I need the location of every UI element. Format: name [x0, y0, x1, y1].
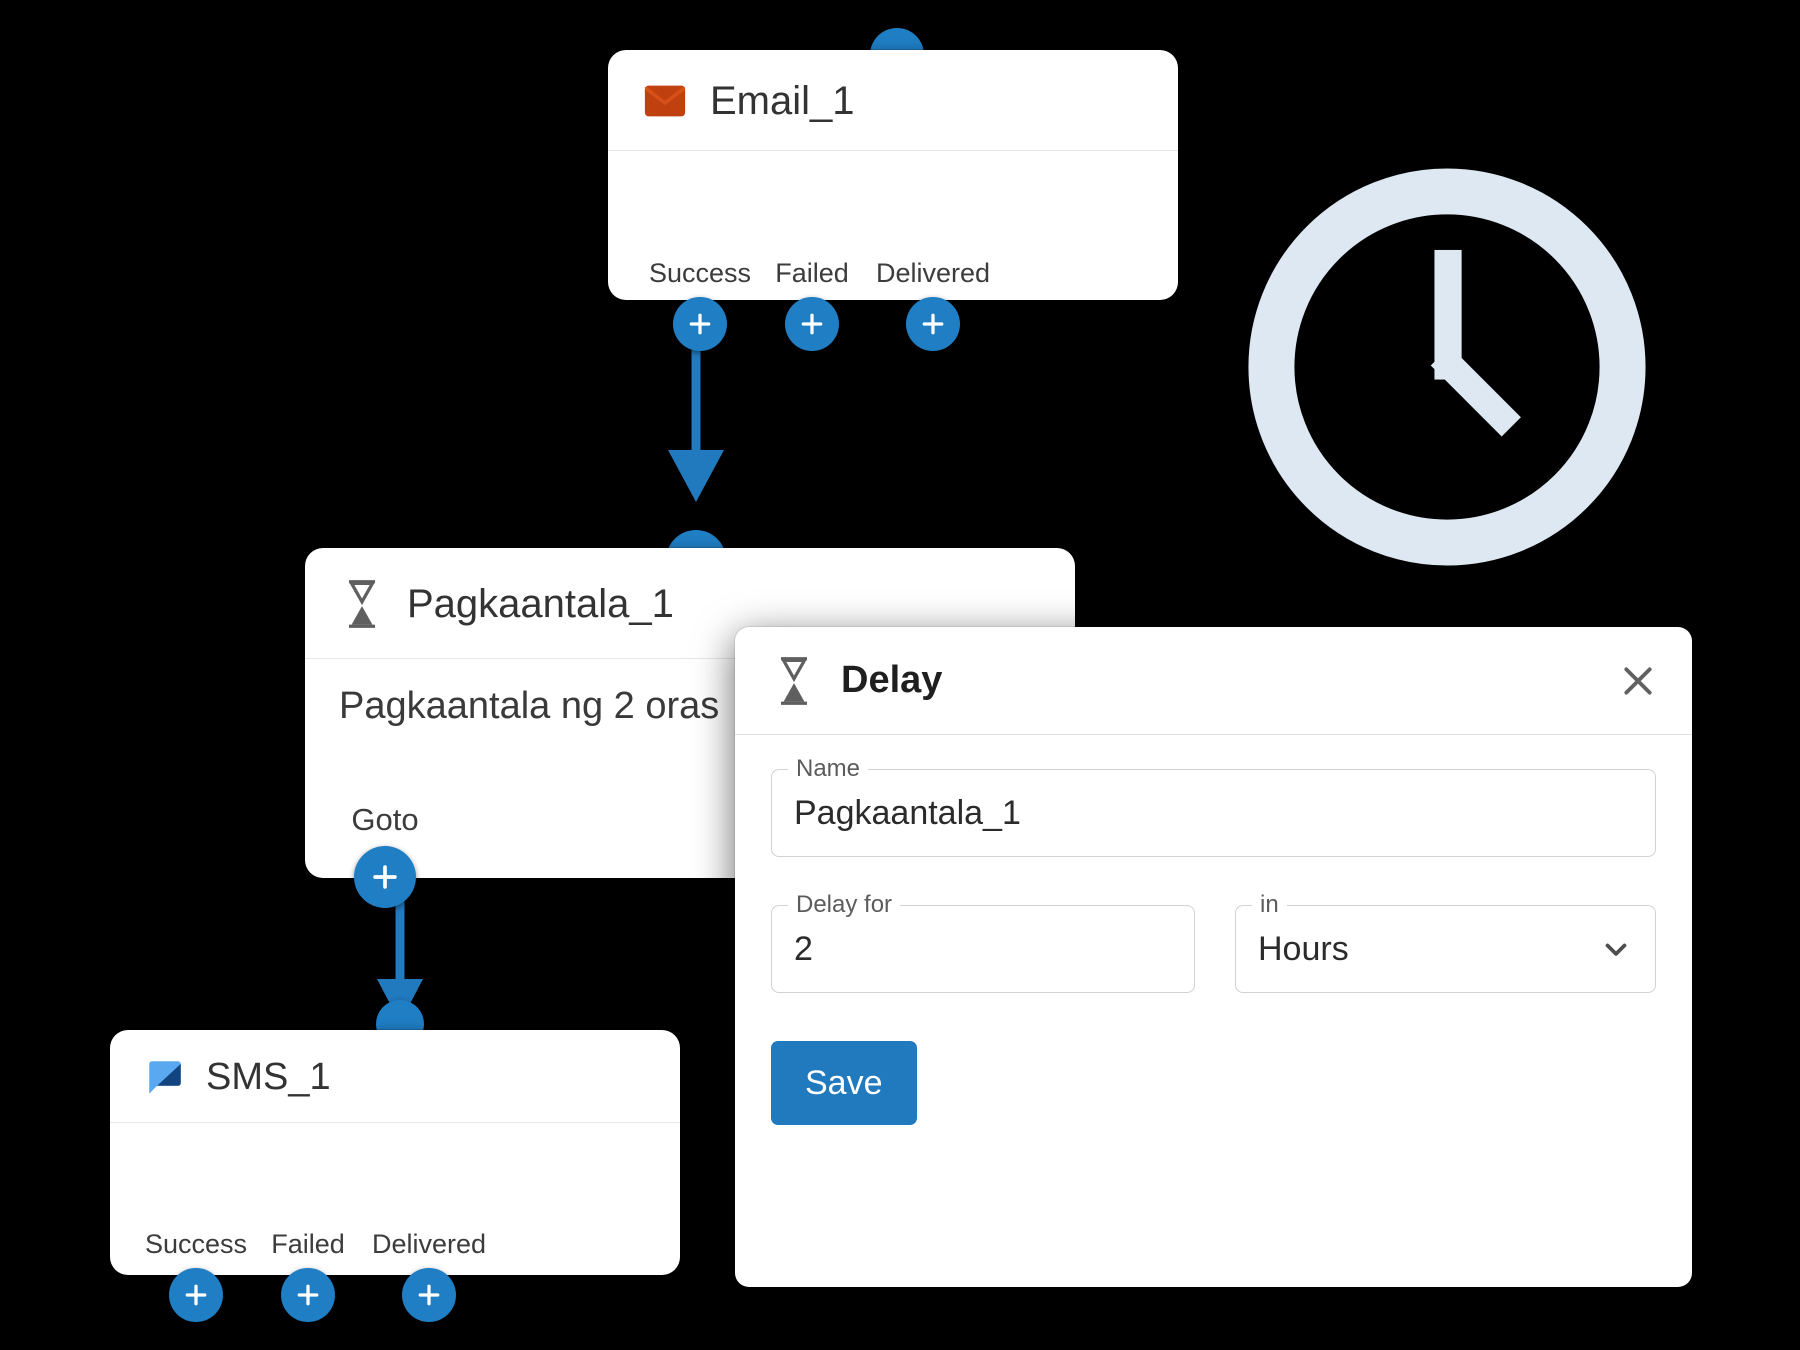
port-label-failed: Failed: [775, 258, 849, 288]
node-delay-description: Pagkaantala ng 2 oras: [339, 685, 720, 727]
plus-icon[interactable]: [281, 1268, 335, 1322]
node-sms-title: SMS_1: [206, 1056, 331, 1098]
port-label-failed: Failed: [271, 1229, 345, 1259]
delay-for-label: Delay for: [788, 893, 901, 917]
port-goto[interactable]: Goto: [329, 802, 441, 908]
node-email-body: Success Failed Del: [608, 151, 1178, 351]
port-success[interactable]: Success: [140, 1229, 252, 1322]
plus-icon[interactable]: [402, 1268, 456, 1322]
node-delay-body: Pagkaantala ng 2 oras Goto: [305, 659, 1075, 908]
hourglass-icon: [771, 655, 817, 707]
port-delivered[interactable]: Delivered: [364, 1229, 494, 1322]
delay-row: Delay for 2 in Hours: [771, 893, 1656, 993]
delay-dialog[interactable]: Delay Name Pagkaantala_1 Delay for 2 in: [735, 627, 1692, 1287]
delay-for-value: 2: [794, 930, 813, 968]
dialog-body: Name Pagkaantala_1 Delay for 2 in Hours: [735, 735, 1692, 1125]
dialog-title: Delay: [841, 659, 943, 701]
port-label-success: Success: [144, 1229, 248, 1259]
chevron-down-icon[interactable]: [1599, 932, 1633, 966]
plus-icon[interactable]: [354, 846, 416, 908]
name-field-value: Pagkaantala_1: [794, 794, 1021, 832]
plus-icon[interactable]: [785, 297, 839, 351]
envelope-icon: [642, 78, 688, 124]
node-sms-header: SMS_1: [110, 1030, 680, 1123]
node-email-title: Email_1: [710, 79, 855, 123]
node-email-header: Email_1: [608, 50, 1178, 151]
port-label-delivered: Delivered: [875, 258, 991, 288]
node-sms-ports: Success Failed Del: [110, 1229, 680, 1322]
port-label-goto: Goto: [351, 802, 419, 837]
node-sms-1[interactable]: SMS_1 Success Failed: [110, 1030, 680, 1322]
port-success[interactable]: Success: [644, 258, 756, 351]
plus-icon[interactable]: [673, 297, 727, 351]
hourglass-icon: [339, 578, 385, 630]
close-icon[interactable]: [1614, 657, 1662, 705]
node-delay-header: Pagkaantala_1: [305, 548, 1075, 659]
delay-unit-label: in: [1252, 893, 1287, 917]
port-failed[interactable]: Failed: [756, 258, 868, 351]
delay-unit-select[interactable]: in Hours: [1235, 893, 1656, 993]
sms-bubble-icon: [144, 1056, 186, 1098]
node-delay-ports: Goto: [305, 802, 1075, 908]
node-sms-body: Success Failed Del: [110, 1123, 680, 1322]
delay-for-field[interactable]: Delay for 2: [771, 893, 1195, 993]
port-delivered[interactable]: Delivered: [868, 258, 998, 351]
name-field-label: Name: [788, 757, 869, 781]
save-button[interactable]: Save: [771, 1041, 917, 1125]
port-failed[interactable]: Failed: [252, 1229, 364, 1322]
port-label-success: Success: [648, 258, 752, 288]
plus-icon[interactable]: [906, 297, 960, 351]
clock-icon: [1238, 158, 1656, 576]
node-delay-title: Pagkaantala_1: [407, 582, 674, 626]
node-email-ports: Success Failed Del: [608, 258, 1178, 351]
node-email-1[interactable]: Email_1 Success Failed: [608, 50, 1178, 351]
port-label-delivered: Delivered: [371, 1229, 487, 1259]
delay-unit-value: Hours: [1258, 930, 1349, 968]
plus-icon[interactable]: [169, 1268, 223, 1322]
name-field[interactable]: Name Pagkaantala_1: [771, 757, 1656, 857]
dialog-header: Delay: [735, 627, 1692, 735]
